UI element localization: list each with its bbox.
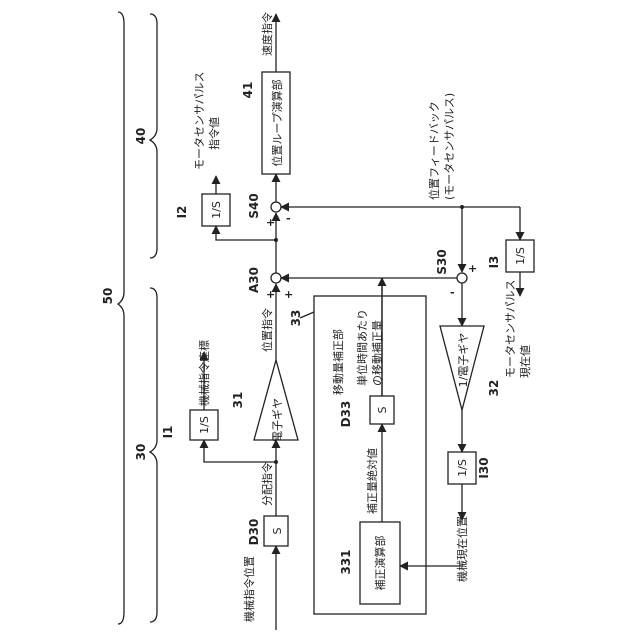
distribution-command-label: 分配指令	[260, 462, 274, 506]
branch-dot-i1	[274, 460, 278, 464]
group-label-50: 50	[101, 288, 115, 305]
group-brace-30	[150, 288, 157, 622]
integrator-i2-ref: I2	[175, 206, 189, 219]
differentiator-d33-text: S	[376, 406, 389, 413]
subtractor-s40-sign-minus: -	[286, 212, 291, 225]
motor-sensor-pulse-command-line1: モータセンサパルス	[193, 71, 206, 170]
movement-correction-unit-33-ref: 33	[289, 310, 303, 327]
position-feedback-label-2: (モータセンサパルス)	[443, 93, 456, 200]
movement-correction-unit-33-text: 移動量補正部	[331, 329, 345, 395]
position-command-label: 位置指令	[260, 308, 274, 352]
subtractor-s40-ref: S40	[247, 193, 261, 218]
subtractor-s40	[271, 202, 281, 212]
movement-per-unit-time-label-2: の移動補正量	[370, 320, 384, 386]
movement-per-unit-time-label: 単位時間あたり	[355, 309, 369, 386]
inverse-gear-32-ref: 32	[487, 380, 501, 397]
electronic-gear-31-text: 電子ギヤ	[271, 398, 284, 442]
subtractor-s30	[457, 273, 467, 283]
motor-sensor-pulse-current-label: モータセンサパルス	[504, 279, 517, 378]
integrator-i1-ref: I1	[161, 426, 175, 439]
differentiator-d33-ref: D33	[339, 401, 353, 428]
correction-absolute-value-label: 補正量絶対値	[365, 448, 379, 514]
subtractor-s30-sign-plus: +	[468, 262, 477, 275]
machine-command-position-label: 機械指令位置	[242, 556, 256, 622]
machine-command-coordinates-label: 機械指令座標	[197, 340, 211, 406]
branch-dot-i2	[274, 238, 278, 242]
motor-sensor-pulse-command-label-2: 指令値	[207, 117, 221, 150]
inverse-gear-32-text: 1/電子ギヤ	[457, 333, 470, 388]
correction-calc-331-ref: 331	[339, 549, 353, 574]
electronic-gear-31-ref: 31	[231, 392, 245, 409]
group-label-40: 40	[134, 128, 148, 145]
integrator-i3-ref: I3	[487, 256, 501, 269]
speed-command-label: 速度指令	[260, 12, 274, 56]
differentiator-d30-ref: D30	[247, 519, 261, 546]
integrator-i1-text: 1/S	[198, 416, 211, 434]
group-brace-50	[118, 12, 124, 624]
position-feedback-label: 位置フィードバック	[427, 101, 441, 200]
position-loop-calc-41-text: 位置ループ演算部	[270, 79, 284, 166]
position-loop-calc-41-ref: 41	[241, 82, 255, 99]
group-brace-40	[150, 14, 157, 258]
differentiator-d30-text: S	[271, 527, 284, 534]
integrator-i3-text: 1/S	[514, 247, 527, 265]
adder-a30-sign-right: +	[284, 288, 293, 301]
integrator-i2-text: 1/S	[210, 201, 223, 219]
adder-a30-ref: A30	[247, 267, 261, 293]
adder-a30-sign-bottom: +	[266, 288, 275, 301]
subtractor-s30-ref: S30	[435, 249, 449, 274]
integrator-i30-ref: I30	[477, 457, 491, 478]
branch-to-i1-line	[204, 440, 276, 462]
machine-current-position-label: 機械現在位置	[455, 516, 469, 582]
subtractor-s30-sign-minus: -	[450, 286, 455, 299]
motor-sensor-pulse-current-label-2: 現在値	[519, 345, 532, 378]
motor-sensor-pulse-command-label: モータセンサパルス	[193, 71, 206, 170]
integrator-i30-text: 1/S	[456, 459, 469, 477]
subtractor-s40-sign-plus: +	[266, 216, 275, 229]
group-label-30: 30	[134, 444, 148, 461]
correction-calc-331-text: 補正演算部	[373, 536, 387, 591]
adder-a30	[271, 273, 281, 283]
